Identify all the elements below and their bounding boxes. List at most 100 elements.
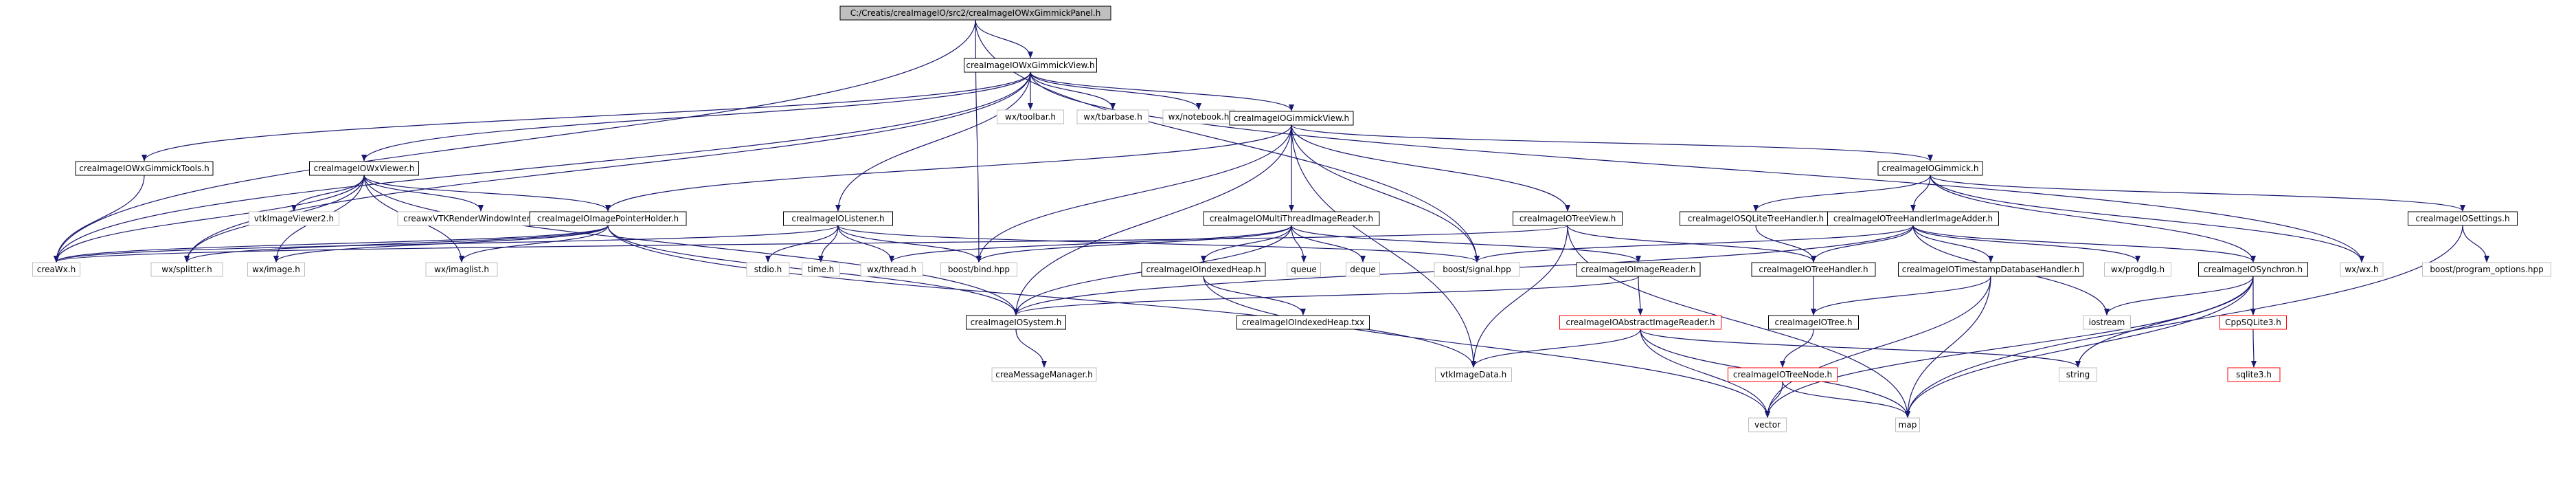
node-creaimageiotreehandler-h[interactable]: creaImageIOTreeHandler.h: [1751, 262, 1876, 277]
edge-c-creatis-creaimageio-src2-creaimageiowxgimmickpanel-h-to-creaimageiowxgimmickview-h: [975, 19, 1033, 58]
node-creaimageiotree-h[interactable]: creaImageIOTree.h: [1768, 315, 1859, 330]
node-vtkimageviewer2-h[interactable]: vtkImageViewer2.h: [249, 211, 339, 226]
node-iostream[interactable]: iostream: [2083, 315, 2131, 330]
edge-cppsqlite3-h-to-sqlite3-h: [2250, 329, 2257, 368]
edge-creaimageiotimestampdatabasehandler-h-to-creaimageiotree-h: [1811, 276, 1991, 316]
edge-creaimageiomultithreadimagereader-h-to-creaimageioimagereader-h: [1291, 225, 1641, 263]
node-wx-wx-h[interactable]: wx/wx.h: [2340, 262, 2384, 277]
edge-creaimageiosystem-h-to-creamessagemanager-h: [1015, 329, 1047, 368]
node-creaimageiotreehandlerimageadder-h[interactable]: creaImageIOTreeHandlerImageAdder.h: [1827, 211, 1999, 226]
node-creaimageioimagereader-h[interactable]: creaImageIOImageReader.h: [1576, 262, 1701, 277]
node-label: wx/notebook.h: [1168, 112, 1230, 122]
node-creaimageiotreenode-h[interactable]: creaImageIOTreeNode.h: [1728, 367, 1838, 382]
node-box: [966, 315, 1066, 330]
edge-creaimageiotreeview-h-to-vtkimagedata-h: [1471, 225, 1568, 368]
node-label: iostream: [2089, 318, 2125, 327]
node-wx-notebook-h[interactable]: wx/notebook.h: [1162, 109, 1235, 124]
node-creaimageioimagepointerholder-h[interactable]: creaImageIOImagePointerHolder.h: [529, 211, 687, 226]
node-boost-program-options-hpp[interactable]: boost/program_options.hpp: [2422, 262, 2551, 277]
edge-creaimageioabstractimagereader-h-to-string: [1640, 329, 2081, 368]
edge-c-creatis-creaimageio-src2-creaimageiowxgimmickpanel-h-to-boost-bind-hpp: [975, 19, 982, 263]
edge-creaimageiotree-h-to-creaimageiotreenode-h: [1780, 329, 1814, 368]
node-label: creaImageIOWxGimmickView.h: [966, 60, 1094, 70]
edge-creaimageiotreehandlerimageadder-h-to-creaimageiotimestampdatabasehandler-h: [1912, 225, 1993, 263]
node-box: [802, 262, 840, 277]
node-box: [1748, 417, 1787, 432]
edge-creaimageioimagereader-h-to-creaimageioabstractimagereader-h: [1637, 276, 1643, 316]
edge-creaimageiotreeview-h-to-map: [1567, 225, 1910, 418]
node-creaimageiosqlitetreehandler-h[interactable]: creaImageIOSQLiteTreeHandler.h: [1680, 211, 1832, 226]
node-creaimageiosettings-h[interactable]: creaImageIOSettings.h: [2408, 211, 2518, 226]
edge-creaimageioindexedheap-h-to-vector: [1203, 276, 1770, 418]
edge-creaimageiogimmickview-h-to-vtkimagedata-h: [1291, 124, 1476, 368]
edge-creaimageiogimmickview-h-to-boost-bind-hpp: [976, 124, 1292, 263]
node-creaimageiosystem-h[interactable]: creaImageIOSystem.h: [966, 315, 1066, 330]
node-queue[interactable]: queue: [1287, 262, 1321, 277]
node-creamessagemanager-h[interactable]: creaMessageManager.h: [991, 367, 1097, 382]
node-creaimageiosynchron-h[interactable]: creaImageIOSynchron.h: [2198, 262, 2308, 277]
node-box: [249, 211, 339, 226]
node-creaimageiogimmick-h[interactable]: creaImageIOGimmick.h: [1877, 161, 1983, 176]
node-box: [2219, 315, 2287, 330]
node-label: vtkImageData.h: [1440, 370, 1506, 379]
edge-creaimageiowxviewer-h-to-vtkimageviewer2-h: [291, 175, 365, 212]
node-box: [1287, 262, 1321, 277]
node-map[interactable]: map: [1895, 417, 1920, 432]
node-label: creaImageIOTreeHandler.h: [1759, 265, 1868, 274]
node-creaimageiowxgimmicktools-h[interactable]: creaImageIOWxGimmickTools.h: [75, 161, 214, 176]
node-creaimageiolistener-h[interactable]: creaImageIOListener.h: [783, 211, 893, 226]
edge-creaimageiowxgimmickview-h-to-creaimageiowxviewer-h: [361, 71, 1031, 162]
node-wx-tbarbase-h[interactable]: wx/tbarbase.h: [1076, 109, 1149, 124]
header-nodes: C:/Creatis/creaImageIO/src2/creaImageIOW…: [32, 5, 2551, 432]
edge-creaimageiolistener-h-to-creawx-h: [54, 225, 839, 263]
edge-creaimageiotreehandlerimageadder-h-to-creaimageiotreehandler-h: [1811, 225, 1914, 263]
node-creaimageiotimestampdatabasehandler-h[interactable]: creaImageIOTimestampDatabaseHandler.h: [1898, 262, 2083, 277]
node-box: [32, 262, 80, 277]
node-string[interactable]: string: [2059, 367, 2097, 382]
node-creaimageioabstractimagereader-h[interactable]: creaImageIOAbstractImageReader.h: [1559, 315, 1721, 330]
node-label: CppSQLite3.h: [2225, 318, 2281, 327]
node-wx-imaglist-h[interactable]: wx/imaglist.h: [425, 262, 498, 277]
node-box: [1728, 367, 1838, 382]
node-wx-toolbar-h[interactable]: wx/toolbar.h: [997, 109, 1064, 124]
node-creaimageiowxviewer-h[interactable]: creaImageIOWxViewer.h: [309, 161, 419, 176]
node-stdio-h[interactable]: stdio.h: [746, 262, 790, 277]
node-box: [1513, 211, 1623, 226]
node-creaimageioindexedheap-txx[interactable]: creaImageIOIndexedHeap.txx: [1236, 315, 1370, 330]
node-label: creaImageIOSynchron.h: [2204, 265, 2303, 274]
edge-creaimageiolistener-h-to-boost-signal-hpp: [837, 225, 1480, 263]
node-vtkimagedata-h[interactable]: vtkImageData.h: [1435, 367, 1512, 382]
node-wx-thread-h[interactable]: wx/thread.h: [860, 262, 923, 277]
edge-creaimageiogimmick-h-to-creaimageiosynchron-h: [1930, 175, 2256, 263]
node-creaimageiowxgimmickview-h[interactable]: creaImageIOWxGimmickView.h: [964, 58, 1097, 73]
node-cppsqlite3-h[interactable]: CppSQLite3.h: [2219, 315, 2287, 330]
node-wx-splitter-h[interactable]: wx/splitter.h: [150, 262, 223, 277]
node-box: [1768, 315, 1859, 330]
node-creaimageiogimmickview-h[interactable]: creaImageIOGimmickView.h: [1229, 111, 1354, 126]
node-boost-bind-hpp[interactable]: boost/bind.hpp: [940, 262, 1017, 277]
node-creaimageioindexedheap-h[interactable]: creaImageIOIndexedHeap.h: [1141, 262, 1266, 277]
edge-creaimageiowxgimmickview-h-to-creaimageiolistener-h: [835, 71, 1031, 212]
node-sqlite3-h[interactable]: sqlite3.h: [2227, 367, 2281, 382]
node-creaimageiomultithreadimagereader-h[interactable]: creaImageIOMultiThreadImageReader.h: [1203, 211, 1380, 226]
edge-creaimageiosqlitetreehandler-h-to-creaimageiotreehandler-h: [1755, 225, 1816, 263]
edge-creaimageioimagepointerholder-h-to-wx-splitter-h: [184, 225, 609, 263]
edge-creaimageiomultithreadimagereader-h-to-deque: [1291, 225, 1366, 263]
edge-creaimageiomultithreadimagereader-h-to-boost-bind-hpp: [976, 225, 1292, 263]
node-wx-image-h[interactable]: wx/image.h: [247, 262, 305, 277]
node-boost-signal-hpp[interactable]: boost/signal.hpp: [1434, 262, 1520, 277]
edge-creaimageiogimmick-h-to-wx-wx-h: [1930, 175, 2364, 263]
node-creaimageiotreeview-h[interactable]: creaImageIOTreeView.h: [1513, 211, 1623, 226]
edge-creaimageiowxviewer-h-to-creawx-h: [54, 175, 365, 263]
node-vector[interactable]: vector: [1748, 417, 1787, 432]
edge-creaimageiotimestampdatabasehandler-h-to-vector: [1765, 276, 1991, 418]
node-deque[interactable]: deque: [1346, 262, 1380, 277]
edge-creaimageiosettings-h-to-map: [1905, 225, 2463, 418]
node-time-h[interactable]: time.h: [802, 262, 840, 277]
edge-creaimageiowxgimmickview-h-to-wx-wx-h: [1030, 71, 2364, 263]
node-label: sqlite3.h: [2236, 370, 2272, 379]
node-box: [150, 262, 223, 277]
node-wx-progdlg-h[interactable]: wx/progdlg.h: [2104, 262, 2171, 277]
node-creawx-h[interactable]: creaWx.h: [32, 262, 80, 277]
node-c-creatis-creaimageio-src2-creaimageiowxgimmickpanel-h[interactable]: C:/Creatis/creaImageIO/src2/creaImageIOW…: [839, 5, 1111, 21]
